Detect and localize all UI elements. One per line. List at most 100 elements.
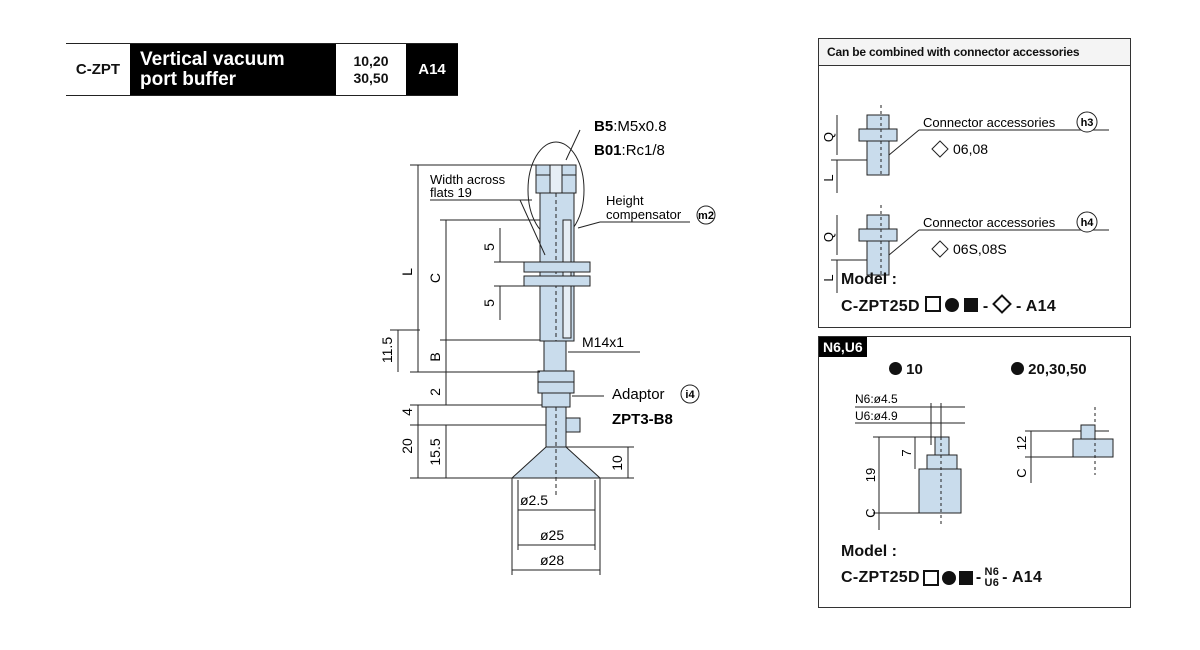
thread-b01-label: B01:Rc1/8 bbox=[594, 142, 665, 159]
series-sizes-line1: 10,20 bbox=[353, 52, 389, 69]
n6u6-model-options: N6 U6 bbox=[985, 567, 1000, 589]
connector-model-code: C-ZPT25D - - A14 bbox=[841, 294, 1057, 316]
dim-l: L bbox=[399, 268, 415, 276]
n6u6-tag: N6,U6 bbox=[819, 337, 867, 357]
acc2-badge: h4 bbox=[1081, 217, 1095, 229]
height-comp-line2: compensator bbox=[606, 207, 682, 222]
dim-d2-5: ø2.5 bbox=[520, 492, 548, 508]
thread-b5-code: B5 bbox=[594, 118, 613, 135]
u6-dia: U6:ø4.9 bbox=[855, 409, 898, 423]
width-across-line1: Width across bbox=[430, 172, 506, 187]
dim-20: 20 bbox=[399, 438, 415, 454]
dim-5-bottom: 5 bbox=[481, 299, 497, 307]
series-sizes-line2: 30,50 bbox=[353, 69, 389, 86]
dim-15-5: 15.5 bbox=[427, 438, 443, 465]
n6u6-nozzle-left bbox=[934, 436, 950, 456]
height-comp-badge-circle bbox=[696, 205, 716, 225]
series-title-line2: port buffer bbox=[140, 68, 237, 90]
dim-d25: ø25 bbox=[540, 527, 564, 543]
series-sizes: 10,20 30,50 bbox=[336, 44, 406, 95]
n6u6-model-label: Model : bbox=[841, 543, 897, 560]
acc2-badge-circle bbox=[1076, 211, 1098, 233]
n6u6-model-u6: U6 bbox=[984, 577, 1000, 589]
diamond-2-icon bbox=[931, 240, 949, 258]
connector-model-label: Model : bbox=[841, 271, 897, 288]
adaptor-label: Adaptor bbox=[612, 386, 665, 403]
n6u6-diagrams: N6:ø4.5 U6:ø4.9 7 19 C 12 C bbox=[855, 392, 1114, 530]
n6u6-white-square-icon bbox=[922, 570, 939, 586]
n6u6-model-suffix: - A14 bbox=[1002, 569, 1043, 586]
white-diamond-icon bbox=[992, 294, 1013, 314]
adaptor-model: ZPT3-B8 bbox=[612, 411, 673, 428]
dim-c-right: C bbox=[1014, 468, 1029, 477]
connector-model-suffix: - A14 bbox=[1016, 298, 1057, 315]
n6u6-black-square-icon bbox=[958, 571, 973, 585]
connector-panel-heading: Can be combined with connector accessori… bbox=[819, 39, 1130, 66]
n6u6-panel: N6,U6 10 20,30,50 bbox=[818, 336, 1131, 608]
n6u6-dash-text: - bbox=[975, 569, 982, 586]
dim-10: 10 bbox=[609, 455, 625, 471]
series-title: Vertical vacuum port buffer bbox=[130, 44, 336, 95]
connector-accessories-panel: Can be combined with connector accessori… bbox=[818, 38, 1131, 328]
option-a-circle-icon bbox=[889, 362, 902, 375]
diamond-1-icon bbox=[931, 140, 949, 158]
series-code: C-ZPT bbox=[66, 44, 130, 95]
acc1-badge: h3 bbox=[1081, 117, 1094, 129]
lock-nut-lower bbox=[523, 275, 591, 287]
dim-l-1: L bbox=[821, 174, 836, 181]
option-b: 20,30,50 bbox=[1011, 361, 1087, 378]
n6u6-body-right bbox=[1072, 438, 1114, 458]
connector-fitting-2 bbox=[866, 214, 890, 276]
acc2-label: Connector accessories bbox=[923, 215, 1056, 230]
series-title-line1: Vertical vacuum bbox=[140, 48, 285, 70]
option-a-label: 10 bbox=[906, 361, 923, 378]
black-square-icon bbox=[964, 298, 979, 312]
height-comp-badge: m2 bbox=[698, 210, 714, 222]
n6-dia: N6:ø4.5 bbox=[855, 392, 898, 406]
dim-2: 2 bbox=[427, 388, 443, 396]
series-suffix: A14 bbox=[406, 44, 458, 95]
dim-b: B bbox=[427, 352, 443, 361]
dim-c-left: C bbox=[863, 508, 878, 517]
n6u6-model-prefix: C-ZPT25D bbox=[841, 569, 920, 586]
dim-q-2: Q bbox=[821, 232, 836, 242]
dim-c: C bbox=[427, 273, 443, 283]
dim-19: 19 bbox=[863, 468, 878, 482]
dim-d28: ø28 bbox=[540, 552, 564, 568]
n6u6-model-code: C-ZPT25D - N6 U6 - A14 bbox=[841, 567, 1042, 589]
lock-nut-upper bbox=[523, 261, 591, 273]
acc1-label: Connector accessories bbox=[923, 115, 1056, 130]
n6u6-body-left bbox=[918, 468, 962, 514]
acc2-options: 06S,08S bbox=[953, 241, 1007, 257]
thread-m14: M14x1 bbox=[582, 334, 624, 350]
connector-diagrams: Connector accessories h3 06,08 Connector… bbox=[821, 105, 1109, 293]
dim-4: 4 bbox=[399, 408, 415, 416]
thread-b01-code: B01 bbox=[594, 142, 622, 159]
option-b-circle-icon bbox=[1011, 362, 1024, 375]
acc1-badge-circle bbox=[1076, 111, 1098, 133]
width-across-line2: flats 19 bbox=[430, 185, 472, 200]
adaptor-badge: i4 bbox=[685, 389, 695, 401]
connector-fitting-1 bbox=[866, 114, 890, 176]
n6u6-black-circle-icon bbox=[941, 571, 956, 585]
option-b-label: 20,30,50 bbox=[1028, 361, 1087, 378]
black-circle-icon bbox=[945, 298, 960, 312]
dash-text: - bbox=[982, 298, 989, 315]
dim-11-5: 11.5 bbox=[379, 337, 395, 363]
option-a: 10 bbox=[889, 361, 923, 378]
acc1-options: 06,08 bbox=[953, 141, 988, 157]
series-header: C-ZPT Vertical vacuum port buffer 10,20 … bbox=[66, 43, 458, 96]
connector-model-prefix: C-ZPT25D bbox=[841, 298, 920, 315]
height-comp-line1: Height bbox=[606, 193, 644, 208]
dim-12: 12 bbox=[1014, 436, 1029, 450]
thread-b5-value: :M5x0.8 bbox=[613, 118, 666, 135]
n6u6-model-n6: N6 bbox=[984, 566, 1000, 578]
dim-q-1: Q bbox=[821, 132, 836, 142]
white-square-icon bbox=[924, 296, 941, 312]
main-dimension-drawing: B5:M5x0.8 B01:Rc1/8 Width across flats 1… bbox=[379, 118, 716, 575]
dim-5-top: 5 bbox=[481, 243, 497, 251]
thread-b01-value: :Rc1/8 bbox=[622, 142, 665, 159]
n6u6-nozzle-right bbox=[1080, 424, 1096, 440]
dim-l-2: L bbox=[821, 274, 836, 281]
thread-b5-label: B5:M5x0.8 bbox=[594, 118, 667, 135]
